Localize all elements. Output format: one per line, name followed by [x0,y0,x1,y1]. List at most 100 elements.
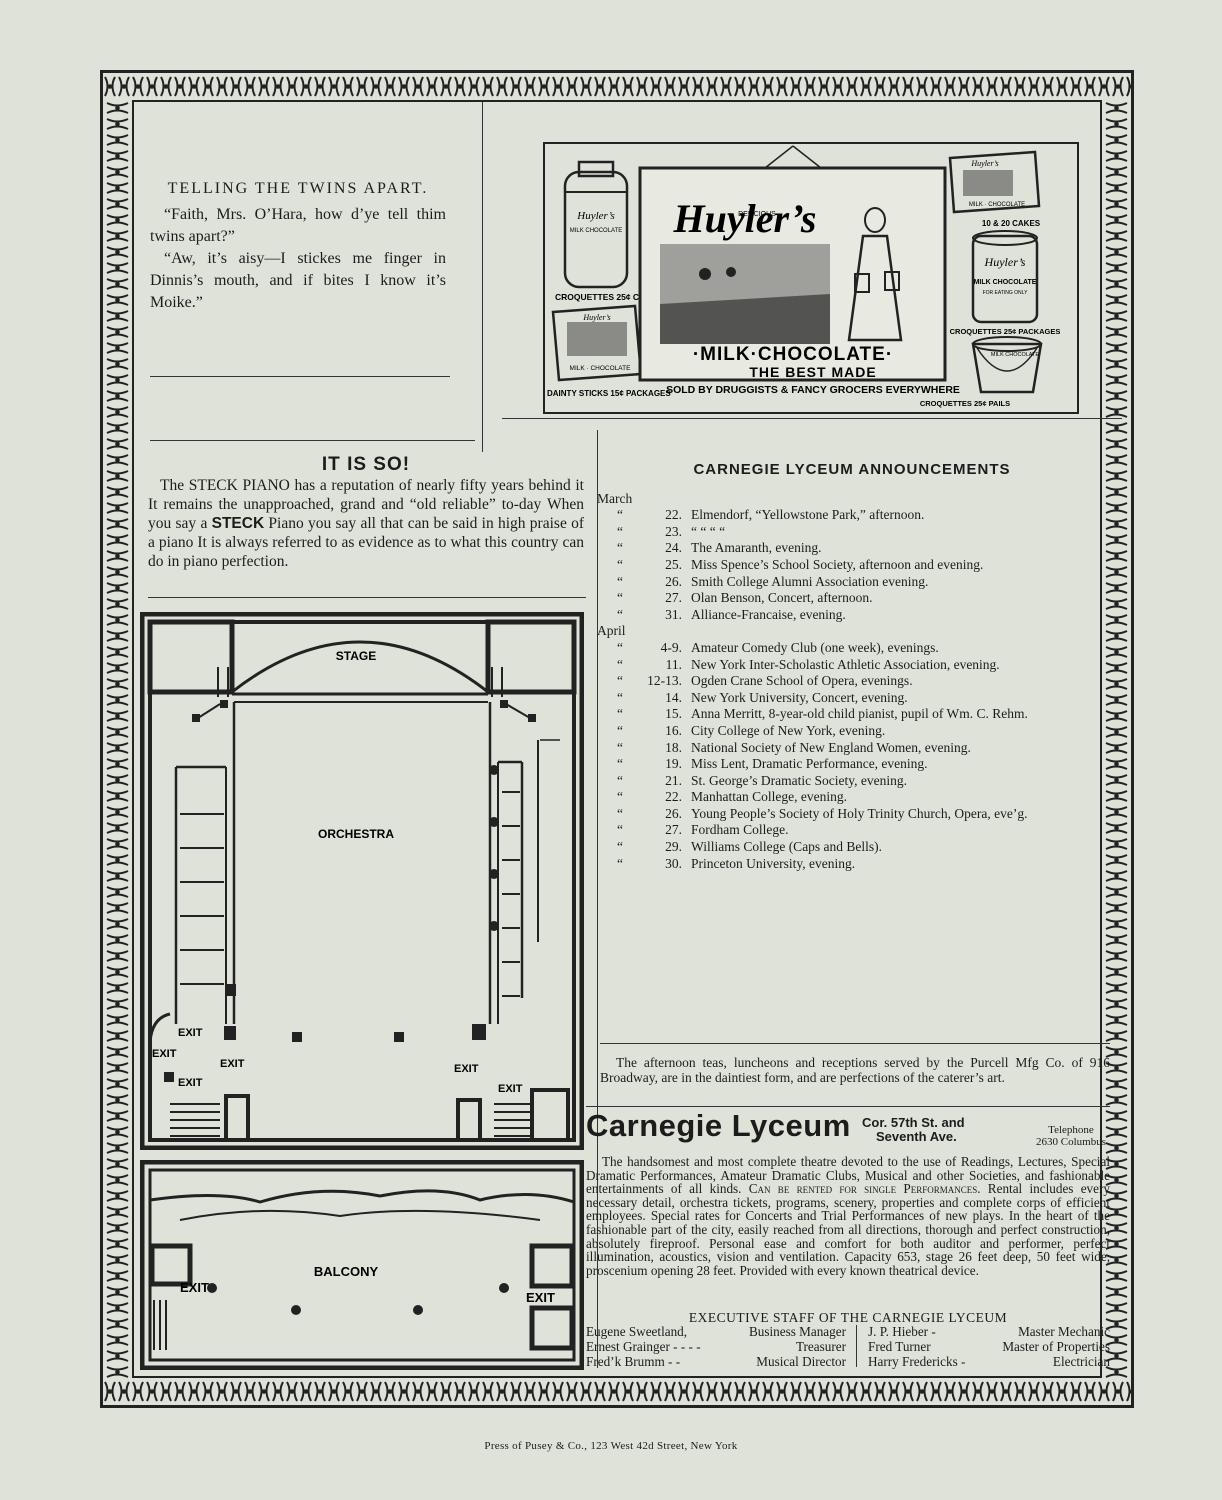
announcement-row: “26.Smith College Alumni Association eve… [597,574,1107,591]
printer-imprint: Press of Pusey & Co., 123 West 42d Stree… [484,1440,738,1452]
ditto-mark: “ [617,606,623,622]
can-price-label: CROQUETTES 25¢ CANS [555,292,657,302]
staff-name: Eugene Sweetland, [586,1324,688,1339]
announcements-heading: CARNEGIE LYCEUM ANNOUNCEMENTS [693,461,1011,478]
ditto-mark: “ [617,656,623,672]
announcement-row: “ 27. Olan Benson, Concert, afternoon. [597,590,1107,607]
steck-text-b: Piano you say all that can be said in hi… [148,515,584,570]
joke-rule-1 [150,376,450,377]
tin-illustration: Huyler’s MILK CHOCOLATE FOR EATING ONLY [971,230,1039,324]
announcement-date: 22. [665,507,682,523]
announcement-row: “18.National Society of New England Wome… [597,740,1107,757]
balcony-exit-left: EXIT [180,1280,209,1295]
column-rule-top [482,102,483,452]
steck-text: The STECK PIANO has a reputation of near… [148,476,584,571]
announcement-text: Elmendorf, “Yellowstone Park,” afternoon… [691,507,925,523]
announcement-date: 15. [665,706,682,722]
ditto-mark: “ [617,855,623,871]
announcement-date: 22. [665,789,682,805]
announcement-row: “19.Miss Lent, Dramatic Performance, eve… [597,756,1107,773]
ditto-mark: “ [617,839,623,855]
announcement-date: 31. [665,606,682,622]
announcement-text: “ “ “ “ [691,523,726,539]
ditto-mark: “ [617,756,623,772]
lyceum-telephone: Telephone 2630 Columbus [1036,1124,1106,1148]
announcement-date: 27. [665,822,682,838]
lyceum-description: The handsomest and most complete theatre… [586,1155,1110,1277]
ditto-mark: “ [617,523,623,539]
steck-rule [148,597,586,598]
announcement-date: 11. [665,656,682,672]
can-label-text: MILK CHOCOLATE [570,228,623,234]
lyceum-address: Cor. 57th St. and Seventh Ave. [862,1116,965,1144]
announcement-date: 26. [665,573,682,589]
joke-line-1: “Faith, Mrs. O’Hara, how d’ye tell thim … [150,206,446,245]
sticks-price-label: DAINTY STICKS 15¢ PACKAGES [547,389,671,398]
milk-can-illustration: Huyler’s MILK CHOCOLATE [563,160,629,289]
pail-illustration: MILK CHOCOLATE [971,336,1043,394]
ditto-mark: “ [617,590,623,606]
announcement-row: “16.City College of New York, evening. [597,723,1107,740]
announcement-row: “11.New York Inter-Scholastic Athletic A… [597,657,1107,674]
announcement-row: “ 22. Elmendorf, “Yellowstone Park,” after… [597,507,1107,524]
staff-name: J. P. Hieber - [868,1324,936,1339]
announcement-text: Williams College (Caps and Bells). [691,839,883,855]
announcement-date: 25. [665,556,682,572]
teas-rule-bottom [586,1106,1110,1107]
announcement-row: “21.St. George’s Dramatic Society, eveni… [597,773,1107,790]
ditto-mark: “ [617,722,623,738]
announcement-text: Olan Benson, Concert, afternoon. [691,590,873,606]
announcement-row: “24.The Amaranth, evening. [597,540,1107,557]
announcement-date: 26. [665,805,682,821]
exit-label-2: EXIT [152,1048,177,1060]
balcony-exit-right: EXIT [526,1290,555,1305]
exit-label-6: EXIT [498,1083,523,1095]
poster-product: ·MILK·CHOCOLATE· [693,344,893,365]
announcement-row: “31.Alliance-Francaise, evening. [597,607,1107,624]
joke-title: TELLING THE TWINS APART. [167,180,429,197]
ditto-mark: “ [617,706,623,722]
march-list: “ 22. Elmendorf, “Yellowstone Park,” after… [597,507,1107,623]
staff-title: EXECUTIVE STAFF OF THE CARNEGIE LYCEUM [688,1310,1008,1325]
floor-plan-orchestra: STAGE [140,612,584,1150]
announcement-text: Miss Lent, Dramatic Performance, evening… [691,756,928,772]
announcement-row: “14.New York University, Concert, evenin… [597,690,1107,707]
purcell-text: The afternoon teas, luncheons and recept… [600,1055,1110,1085]
lyceum-address-1: Cor. 57th St. and [862,1115,965,1130]
staff-role: Electrician [1052,1354,1110,1369]
tin-text: MILK CHOCOLATE [974,279,1037,286]
column-rule-right [597,430,598,1368]
announcement-date: 21. [665,772,682,788]
staff-divider [856,1325,857,1367]
announcement-date: 27. [665,590,682,606]
lyceum-title: Carnegie Lyceum [586,1108,851,1143]
announcement-date: 24. [665,540,682,556]
floor-plan-balcony: EXIT EXIT BALCONY [140,1160,584,1370]
ornamental-border-right [1102,100,1131,1378]
ad-rule [502,418,1122,419]
ditto-mark: “ [617,639,623,655]
announcement-row: “15.Anna Merritt, 8-year-old child piani… [597,706,1107,723]
lyceum-address-2: Seventh Ave. [876,1129,957,1144]
announcement-row: “4-9.Amateur Comedy Club (one week), eve… [597,640,1107,657]
sticks-box-illustration: Huyler’s MILK · CHOCOLATE [551,304,643,382]
announcement-text: Young People’s Society of Holy Trinity C… [691,805,1028,821]
ditto-mark: “ [617,507,623,523]
announcement-row: “23.“ “ “ “ [597,524,1107,541]
cakes-brand: Huyler’s [970,159,998,168]
announcement-row: “25.Miss Spence’s School Society, aftern… [597,557,1107,574]
announcement-text: St. George’s Dramatic Society, evening. [691,772,907,788]
announcement-text: National Society of New England Women, e… [691,739,971,755]
poster-sold-by: SOLD BY DRUGGISTS & FANCY GROCERS EVERYW… [666,384,960,396]
announcement-row: “30.Princeton University, evening. [597,856,1107,873]
tin-brand: Huyler’s [984,255,1026,269]
announcement-row: “12-13.Ogden Crane School of Opera, even… [597,673,1107,690]
exit-label-5: EXIT [454,1063,479,1075]
staff-entry: Eugene Sweetland,Business Manager [586,1324,846,1339]
steck-bold: STECK [211,515,265,532]
announcement-date: 29. [665,839,682,855]
